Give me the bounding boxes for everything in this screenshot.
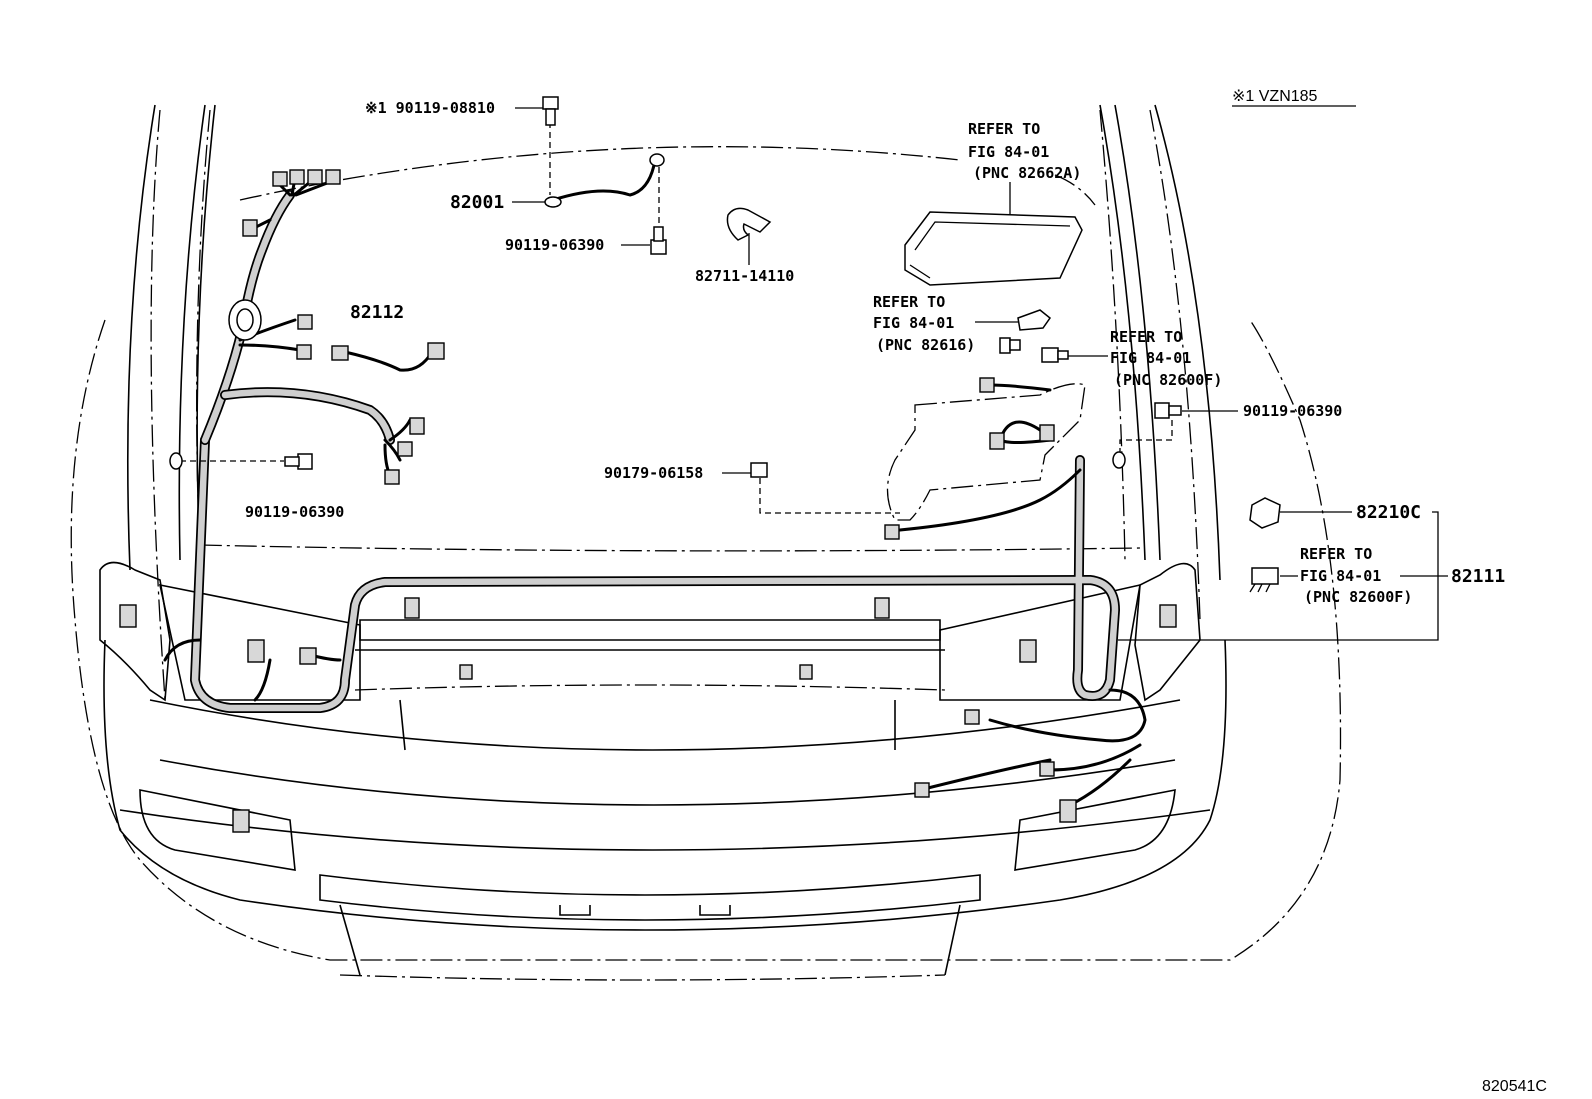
ref-82616-line1: REFER TO [873,293,945,311]
label-clamp: 82711-14110 [695,267,794,285]
figure-code: 820541C [1482,1078,1547,1095]
ref-82600f-a-line3: (PNC 82600F) [1114,371,1222,389]
clamp-icon [726,207,772,241]
ecu-bracket-outline [886,383,1086,521]
harness-82112 [331,342,445,372]
leader-lines [512,107,1448,641]
label-nut-center: 90179-06158 [604,464,703,482]
ref-82600f-b-line2: FIG 84-01 [1300,567,1381,585]
bolt-right-icon [1112,402,1182,469]
reference-82662a: REFER TO FIG 84-01 (PNC 82662A) [968,120,1081,182]
bolt-top-icon [542,96,559,126]
bolt-center-icon [650,226,667,255]
label-82001: 82001 [450,192,504,213]
label-bolt-center: 90119-06390 [505,236,604,254]
relay-82210c-icon [1249,497,1281,529]
relay-block-cover-icon [904,211,1083,286]
label-82112: 82112 [350,302,404,323]
model-note: ※1 VZN185 [1232,88,1318,105]
relay-clip-icon [999,337,1021,354]
ref-82662a-line1: REFER TO [968,120,1040,138]
label-82210c: 82210C [1356,502,1421,523]
ref-82616-line3: (PNC 82616) [876,336,975,354]
connectors [119,169,1177,833]
label-bolt-left: 90119-06390 [245,503,344,521]
relay-82600f-icon [1041,347,1069,363]
nut-center-icon [750,462,900,514]
reference-82600f-b: REFER TO FIG 84-01 (PNC 82600F) [1300,545,1412,606]
ref-82662a-line3: (PNC 82662A) [973,164,1081,182]
label-bolt-right: 90119-06390 [1243,402,1342,420]
ref-82600f-a-line1: REFER TO [1110,328,1182,346]
ref-82600f-b-line3: (PNC 82600F) [1304,588,1412,606]
bolt-left-icon [169,452,313,470]
label-bolt-top: ※1 90119-08810 [365,99,495,117]
vehicle-body-outline [70,104,1342,981]
reference-82616: REFER TO FIG 84-01 (PNC 82616) [873,293,975,354]
ref-82616-line2: FIG 84-01 [873,314,954,332]
reference-82600f-a: REFER TO FIG 84-01 (PNC 82600F) [1110,328,1222,389]
relay-82600f-right-icon [1249,567,1279,593]
fuse-icon [1017,309,1052,331]
ground-wire-82001 [544,122,665,228]
ref-82600f-a-line2: FIG 84-01 [1110,349,1191,367]
harness-82111 [163,176,1147,807]
ref-82662a-line2: FIG 84-01 [968,143,1049,161]
ref-82600f-b-line1: REFER TO [1300,545,1372,563]
label-82111: 82111 [1451,566,1505,587]
